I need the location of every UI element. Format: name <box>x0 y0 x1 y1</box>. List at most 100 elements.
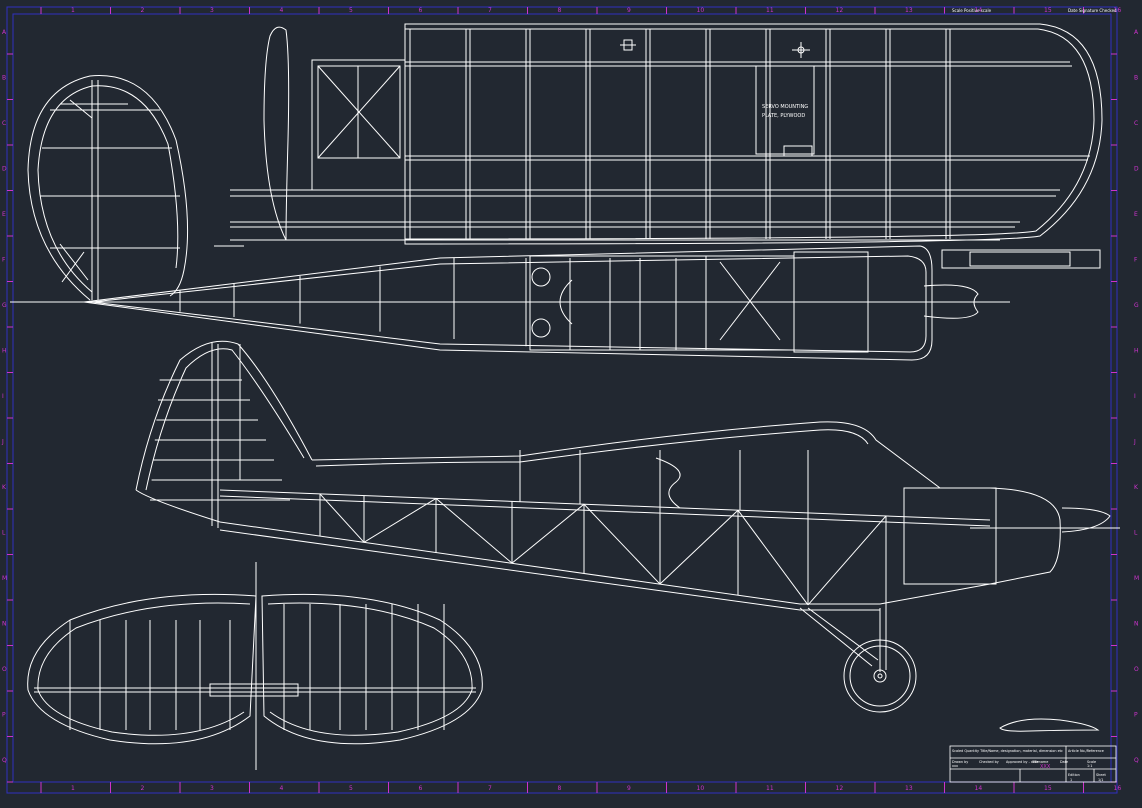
left-letter: J <box>1 439 4 446</box>
truss-diagonal <box>363 497 437 543</box>
top-number: 2 <box>141 7 145 14</box>
left-letter: L <box>2 530 6 537</box>
top-number: 12 <box>836 7 844 14</box>
fin-ribs <box>150 344 290 501</box>
fuselage-top-view <box>10 245 1101 361</box>
left-letter: I <box>2 393 4 400</box>
left-letter: Q <box>2 757 7 764</box>
airfoil-section <box>999 718 1100 732</box>
edition-label: Edition <box>1068 773 1080 777</box>
left-letter: D <box>2 166 7 173</box>
title-block-field-label: Scale <box>1087 760 1096 764</box>
top-number: 4 <box>280 7 284 14</box>
fuselage-truss <box>319 450 887 616</box>
right-letter: K <box>1134 484 1139 491</box>
left-letter: C <box>2 120 6 127</box>
title-block-field-value: 1:1 <box>1087 764 1092 768</box>
left-letter: N <box>2 621 7 628</box>
right-letter: M <box>1134 575 1139 582</box>
right-letter: Q <box>1134 757 1139 764</box>
bottom-number: 8 <box>558 785 562 792</box>
top-block-right: Date Signature Checked <box>1068 8 1117 13</box>
top-number: 15 <box>1044 7 1052 14</box>
right-letter: O <box>1134 666 1139 673</box>
bottom-number: 13 <box>905 785 913 792</box>
wing-plan-view <box>214 23 1103 247</box>
right-letter: A <box>1134 29 1139 36</box>
top-number: 11 <box>766 7 774 14</box>
right-letter: H <box>1134 348 1139 355</box>
bottom-number: 11 <box>766 785 774 792</box>
right-letter: F <box>1134 257 1138 264</box>
left-letter: A <box>2 29 7 36</box>
truss-diagonal <box>583 503 661 585</box>
drawing-frame <box>6 6 1118 794</box>
right-letter: C <box>1134 120 1138 127</box>
right-letter: E <box>1134 211 1138 218</box>
top-info-block: Scale Positive scale Date Signature Chec… <box>940 8 1117 15</box>
title-marker: XXX <box>1040 764 1051 770</box>
top-number: 3 <box>210 7 214 14</box>
right-letter: D <box>1134 166 1139 173</box>
title-block-field-label: Approved by - date <box>1006 760 1039 764</box>
wing-note-line1: SERVO MOUNTING <box>762 104 808 110</box>
bottom-number: 10 <box>697 785 705 792</box>
top-number: 9 <box>627 7 631 14</box>
wing-ribs <box>465 29 951 239</box>
title-block-field-label: Filename <box>1033 760 1048 764</box>
left-letter: O <box>2 666 7 673</box>
fuselage-side-view <box>135 340 1120 713</box>
title-block-field-label: Checked by <box>979 760 999 764</box>
wing-note-line2: PLATE, PLYWOOD <box>762 113 805 119</box>
top-number: 5 <box>349 7 353 14</box>
right-letter: I <box>1134 393 1136 400</box>
top-number: 6 <box>419 7 423 14</box>
truss-diagonal <box>807 515 887 606</box>
truss-diagonal <box>659 509 739 585</box>
bottom-number: 9 <box>627 785 631 792</box>
top-number: 16 <box>1114 7 1122 14</box>
title-block-row1b: Article No./Reference <box>1068 749 1104 753</box>
truss-diagonal <box>511 503 585 564</box>
right-letter: J <box>1133 439 1136 446</box>
top-number: 10 <box>697 7 705 14</box>
rudder-plan <box>27 75 189 301</box>
frame-labels: 1122334455667788991010111112121313141415… <box>1 7 1139 792</box>
right-letter: G <box>1134 302 1139 309</box>
left-letter: G <box>2 302 7 309</box>
stabilizer-ribs <box>69 604 445 730</box>
truss-diagonal <box>435 498 513 564</box>
left-letter: F <box>2 257 6 264</box>
right-letter: L <box>1134 530 1138 537</box>
bottom-number: 12 <box>836 785 844 792</box>
fuselage-stations <box>179 258 677 350</box>
title-block-row1: Scaled Quantity Title/Name, designation,… <box>952 749 1063 753</box>
left-letter: P <box>2 712 6 719</box>
top-number: 7 <box>488 7 492 14</box>
right-letter: B <box>1134 75 1138 82</box>
left-letter: K <box>2 484 7 491</box>
stabilizer-plan <box>27 562 483 770</box>
title-block-field-value: xxx <box>952 764 958 768</box>
right-letter: N <box>1134 621 1139 628</box>
left-letter: B <box>2 75 6 82</box>
top-number: 8 <box>558 7 562 14</box>
title-block-field-label: Date <box>1060 760 1068 764</box>
top-number: 1 <box>71 7 75 14</box>
right-letter: P <box>1134 712 1138 719</box>
top-block-left: Scale Positive scale <box>952 8 992 13</box>
truss-diagonal <box>737 509 809 606</box>
frame-ticks <box>7 7 1117 793</box>
sheet-label: Sheet <box>1096 773 1106 777</box>
top-number: 13 <box>905 7 913 14</box>
bottom-number: 1 <box>71 785 75 792</box>
left-letter: H <box>2 348 7 355</box>
title-block: Scaled Quantity Title/Name, designation,… <box>949 745 1117 783</box>
bottom-number: 7 <box>488 785 492 792</box>
sheet-value: 1/1 <box>1098 778 1103 782</box>
bottom-number: 4 <box>280 785 284 792</box>
left-letter: E <box>2 211 6 218</box>
bottom-number: 15 <box>1044 785 1052 792</box>
